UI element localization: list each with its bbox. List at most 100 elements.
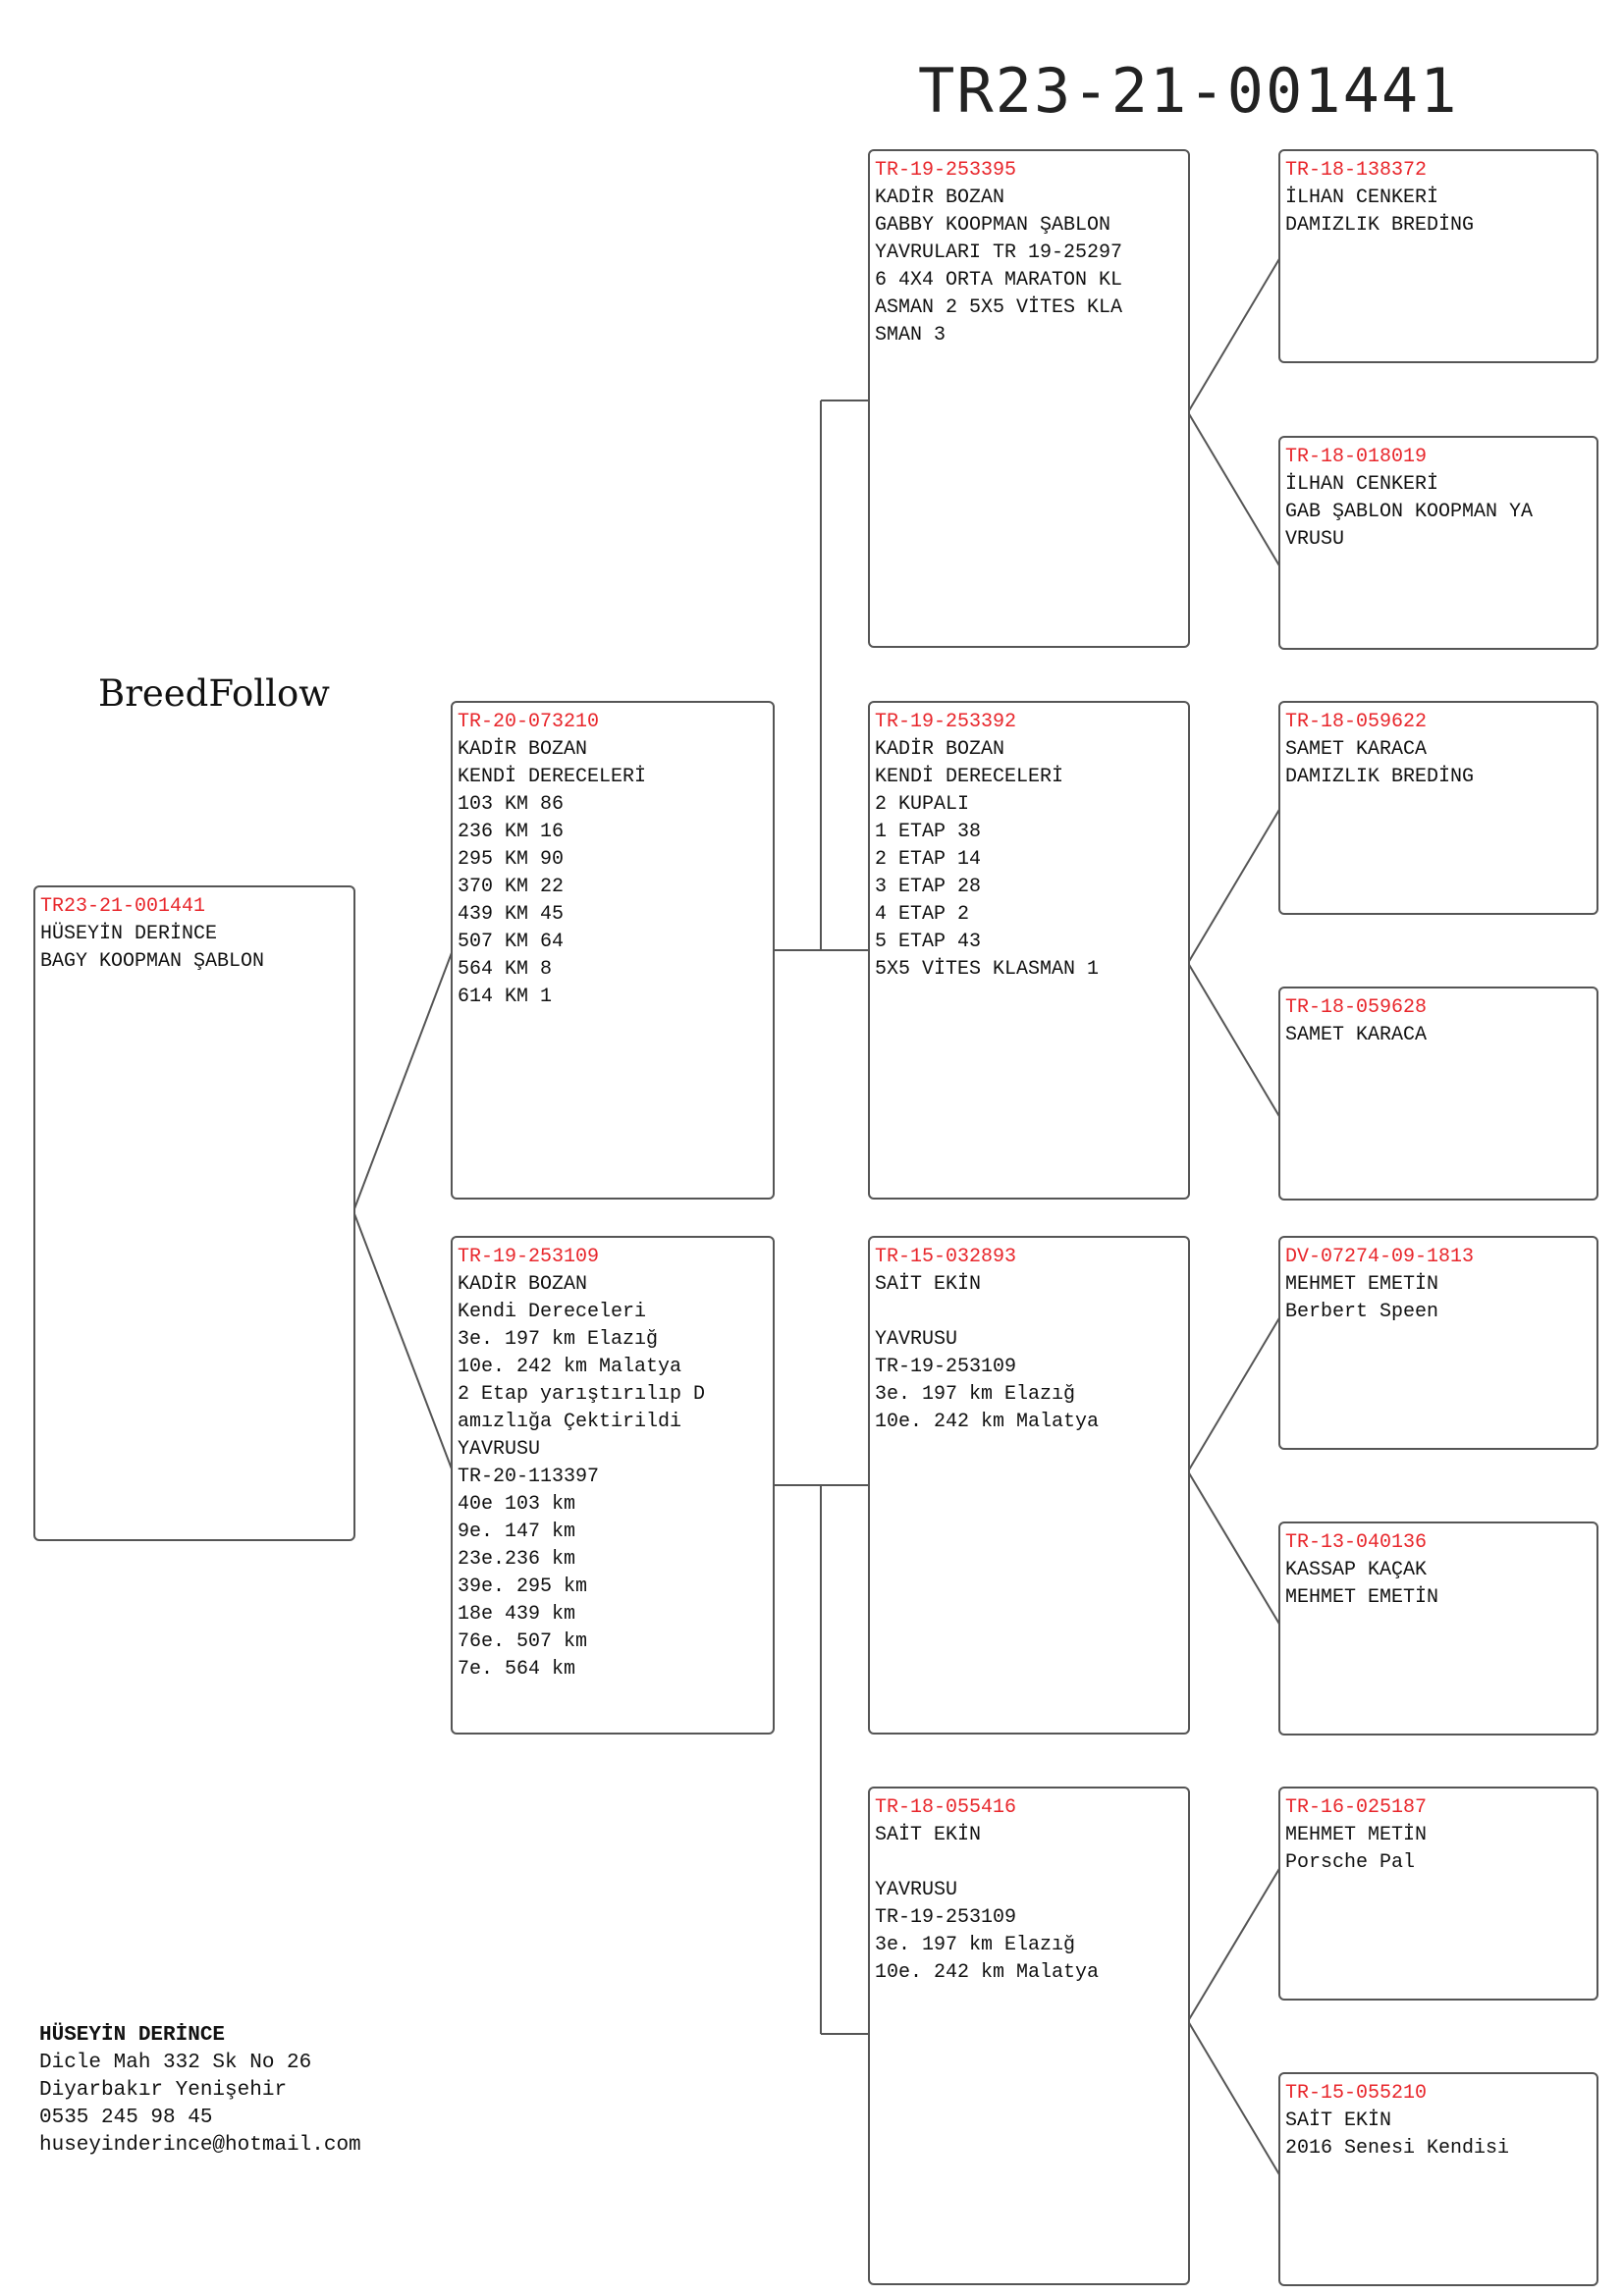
card-text-line: 10e. 242 km Malatya — [875, 1411, 1100, 1433]
card-text-line: 9e. 147 km — [458, 1521, 576, 1543]
card-text-line: KASSAP KAÇAK — [1285, 1559, 1428, 1581]
ring-number: TR-18-138372 — [1285, 159, 1428, 182]
owner-email: huseyinderince@hotmail.com — [39, 2134, 361, 2157]
card-text-line: ASMAN 2 5X5 VİTES KLA — [875, 296, 1123, 319]
card-text-line: 5X5 VİTES KLASMAN 1 — [875, 958, 1100, 981]
card-text-line: 370 KM 22 — [458, 876, 565, 898]
card-text-line: SAİT EKİN — [875, 1273, 982, 1296]
card-text-line: YAVRUSU — [875, 1879, 958, 1901]
card-text-line: VRUSU — [1285, 528, 1345, 551]
card-text-line: TR-20-113397 — [458, 1466, 600, 1488]
owner-phone: 0535 245 98 45 — [39, 2107, 213, 2129]
card-text-line: GAB ŞABLON KOOPMAN YA — [1285, 501, 1534, 523]
ring-number: TR-19-253395 — [875, 159, 1017, 182]
ring-number: TR-18-018019 — [1285, 446, 1428, 468]
card-text-line: DAMIZLIK BREDİNG — [1285, 214, 1475, 237]
brand-logo-text: BreedFollow — [98, 672, 330, 715]
card-text-line: Kendi Dereceleri — [458, 1301, 647, 1323]
pedigree-card-ggp-7[interactable]: TR-16-025187 MEHMET METİN Porsche Pal — [1278, 1787, 1598, 2001]
card-text-line: 40e 103 km — [458, 1493, 576, 1516]
card-text-line: 1 ETAP 38 — [875, 821, 982, 843]
pedigree-card-ggp-2[interactable]: TR-18-018019 İLHAN CENKERİ GAB ŞABLON KO… — [1278, 436, 1598, 650]
pedigree-card-subject[interactable]: TR23-21-001441 HÜSEYİN DERİNCE BAGY KOOP… — [33, 885, 355, 1541]
card-text-line: 236 KM 16 — [458, 821, 565, 843]
ring-number: TR-15-032893 — [875, 1246, 1017, 1268]
card-text-line: BAGY KOOPMAN ŞABLON — [40, 950, 265, 973]
card-text-line: SAİT EKİN — [875, 1824, 982, 1846]
card-text-line: KADİR BOZAN — [875, 187, 1005, 209]
owner-name: HÜSEYİN DERİNCE — [39, 2024, 226, 2047]
pedigree-card-dam-sire[interactable]: TR-15-032893 SAİT EKİN YAVRUSU TR-19-253… — [868, 1236, 1190, 1735]
pedigree-card-sire-sire[interactable]: TR-19-253395 KADİR BOZAN GABBY KOOPMAN Ş… — [868, 149, 1190, 648]
pedigree-card-dam-dam[interactable]: TR-18-055416 SAİT EKİN YAVRUSU TR-19-253… — [868, 1787, 1190, 2285]
ring-number: TR-13-040136 — [1285, 1531, 1428, 1554]
card-text-line: 6 4X4 ORTA MARATON KL — [875, 269, 1123, 292]
pedigree-card-ggp-4[interactable]: TR-18-059628 SAMET KARACA — [1278, 987, 1598, 1201]
card-text-line: amızlığa Çektirildi — [458, 1411, 682, 1433]
pedigree-card-ggp-3[interactable]: TR-18-059622 SAMET KARACA DAMIZLIK BREDİ… — [1278, 701, 1598, 915]
ring-number: TR-15-055210 — [1285, 2082, 1428, 2105]
card-text-line: İLHAN CENKERİ — [1285, 473, 1439, 496]
card-text-line: 564 KM 8 — [458, 958, 553, 981]
card-text-line: SAMET KARACA — [1285, 738, 1428, 761]
card-text-line: YAVRULARI TR 19-25297 — [875, 241, 1123, 264]
card-text-line: 2 Etap yarıştırılıp D — [458, 1383, 706, 1406]
card-text-line: YAVRUSU — [458, 1438, 541, 1461]
pedigree-card-dam[interactable]: TR-19-253109 KADİR BOZAN Kendi Dereceler… — [451, 1236, 775, 1735]
card-text-line: SAMET KARACA — [1285, 1024, 1428, 1046]
ring-number: TR-18-055416 — [875, 1796, 1017, 1819]
pedigree-card-ggp-6[interactable]: TR-13-040136 KASSAP KAÇAK MEHMET EMETİN — [1278, 1522, 1598, 1735]
card-text-line: 7e. 564 km — [458, 1658, 576, 1681]
card-text-line: 3 ETAP 28 — [875, 876, 982, 898]
card-text-line: HÜSEYİN DERİNCE — [40, 923, 218, 945]
owner-address-line-2: Diyarbakır Yenişehir — [39, 2079, 288, 2102]
card-text-line: 2016 Senesi Kendisi — [1285, 2137, 1510, 2160]
card-text-line: 2 KUPALI — [875, 793, 970, 816]
card-text-line: 3e. 197 km Elazığ — [875, 1934, 1076, 1956]
ring-number: DV-07274-09-1813 — [1285, 1246, 1475, 1268]
card-text-line: 3e. 197 km Elazığ — [875, 1383, 1076, 1406]
card-text-line: 2 ETAP 14 — [875, 848, 982, 871]
card-text-line: KADİR BOZAN — [458, 1273, 588, 1296]
card-text-line: 76e. 507 km — [458, 1630, 588, 1653]
pedigree-card-ggp-5[interactable]: DV-07274-09-1813 MEHMET EMETİN Berbert S… — [1278, 1236, 1598, 1450]
pedigree-card-ggp-8[interactable]: TR-15-055210 SAİT EKİN 2016 Senesi Kendi… — [1278, 2072, 1598, 2286]
card-text-line: YAVRUSU — [875, 1328, 958, 1351]
ring-number: TR-18-059622 — [1285, 711, 1428, 733]
card-text-line — [875, 1849, 1183, 1877]
card-text-line: 10e. 242 km Malatya — [875, 1961, 1100, 1984]
card-text-line: TR-19-253109 — [875, 1906, 1017, 1929]
owner-address-line-1: Dicle Mah 332 Sk No 26 — [39, 2052, 312, 2074]
card-text-line: 439 KM 45 — [458, 903, 565, 926]
card-text-line: KENDİ DERECELERİ — [875, 766, 1064, 788]
card-text-line: GABBY KOOPMAN ŞABLON — [875, 214, 1111, 237]
card-text-line: 103 KM 86 — [458, 793, 565, 816]
card-text-line: MEHMET EMETİN — [1285, 1586, 1439, 1609]
pedigree-card-sire-dam[interactable]: TR-19-253392 KADİR BOZAN KENDİ DERECELER… — [868, 701, 1190, 1200]
card-text-line: 507 KM 64 — [458, 931, 565, 953]
card-text-line: İLHAN CENKERİ — [1285, 187, 1439, 209]
pedigree-card-sire[interactable]: TR-20-073210 KADİR BOZAN KENDİ DERECELER… — [451, 701, 775, 1200]
card-text-line: TR-19-253109 — [875, 1356, 1017, 1378]
ring-number: TR-19-253109 — [458, 1246, 600, 1268]
card-text-line: DAMIZLIK BREDİNG — [1285, 766, 1475, 788]
pedigree-card-ggp-1[interactable]: TR-18-138372 İLHAN CENKERİ DAMIZLIK BRED… — [1278, 149, 1598, 363]
ring-number: TR-16-025187 — [1285, 1796, 1428, 1819]
card-text-line: KADİR BOZAN — [458, 738, 588, 761]
card-text-line: 4 ETAP 2 — [875, 903, 970, 926]
card-text-line: 5 ETAP 43 — [875, 931, 982, 953]
card-text-line: 23e.236 km — [458, 1548, 576, 1571]
card-text-line: SMAN 3 — [875, 324, 947, 347]
card-text-line: SAİT EKİN — [1285, 2109, 1392, 2132]
card-text-line: Porsche Pal — [1285, 1851, 1416, 1874]
ring-number: TR-19-253392 — [875, 711, 1017, 733]
card-text-line: 39e. 295 km — [458, 1575, 588, 1598]
card-text-line: 3e. 197 km Elazığ — [458, 1328, 659, 1351]
card-text-line: Berbert Speen — [1285, 1301, 1439, 1323]
card-text-line: 18e 439 km — [458, 1603, 576, 1626]
page-title: TR23-21-001441 — [918, 55, 1459, 127]
card-text-line: KENDİ DERECELERİ — [458, 766, 647, 788]
card-text-line: 614 KM 1 — [458, 986, 553, 1008]
card-text-line: 10e. 242 km Malatya — [458, 1356, 682, 1378]
